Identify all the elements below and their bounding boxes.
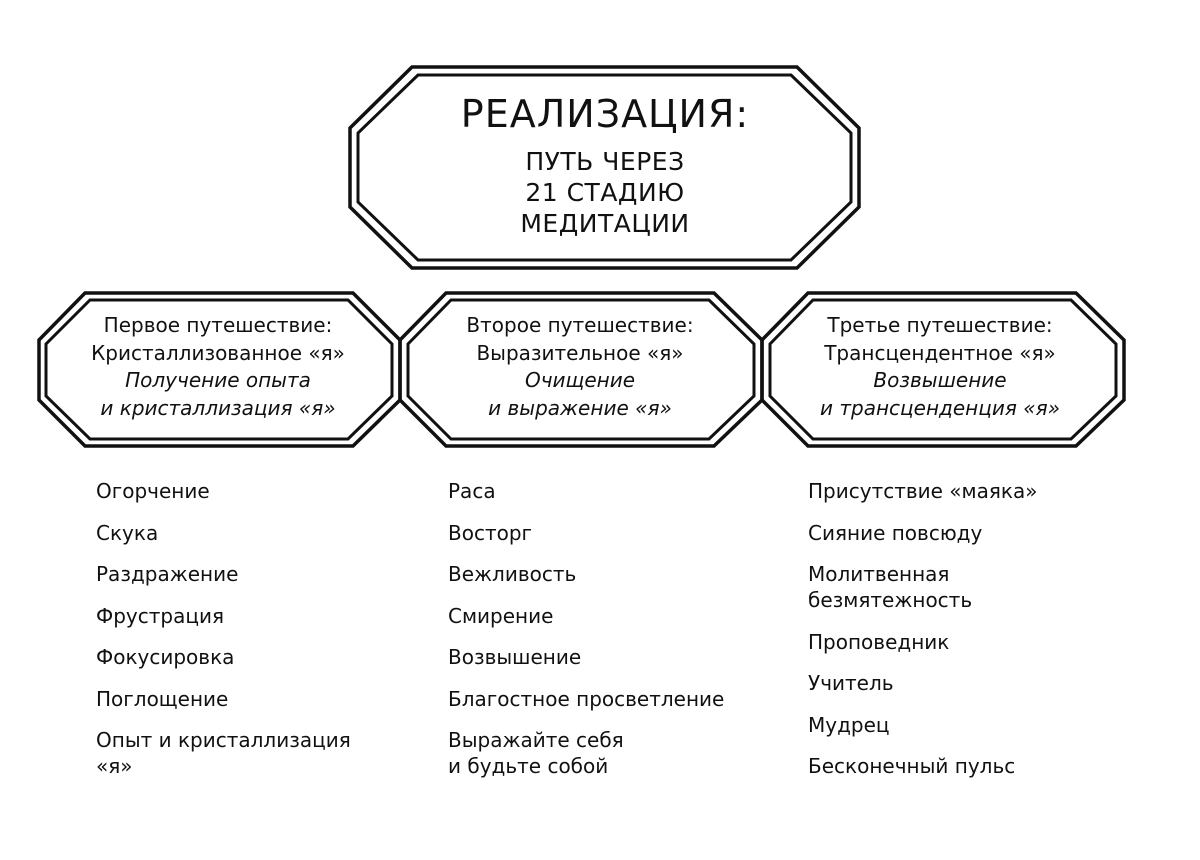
journey-description-line-2: и выражение «я» — [488, 395, 672, 420]
journey-self: Трансцендентное «я» — [824, 340, 1056, 365]
stage-item: Опыт и кристаллизация «я» — [96, 728, 351, 778]
subtitle-line-3: МЕДИТАЦИИ — [520, 209, 690, 238]
stage-item: Фокусировка — [96, 645, 235, 669]
journey-heading: Первое путешествие: — [103, 313, 333, 337]
stage-item: Проповедник — [808, 629, 950, 654]
journey-self: Кристаллизованное «я» — [91, 340, 345, 365]
title-frame — [348, 65, 861, 270]
journey-frame-3-outer — [760, 291, 1126, 448]
stage-list-journey-1: Огорчение Скука Раздражение Фрустрация Ф… — [96, 478, 386, 795]
stage-item: Молитвенная безмятежность — [808, 562, 973, 612]
journey-box-2: Второе путешествие: Выразительное «я» Оч… — [430, 312, 730, 422]
journey-description-line-1: Получение опыта — [125, 368, 311, 392]
title-frame-inner — [356, 73, 853, 262]
journey-heading: Второе путешествие: — [466, 313, 694, 337]
journey-description-line-2: и трансценденция «я» — [820, 395, 1060, 420]
stage-list-journey-3: Присутствие «маяка» Сияние повсюду Молит… — [808, 478, 1088, 795]
stage-item: Мудрец — [808, 712, 890, 737]
journey-frame-3-inner — [768, 298, 1118, 441]
stage-item: Учитель — [808, 671, 894, 695]
journey-frame-1-outer — [37, 291, 402, 448]
stage-item: Раздражение — [96, 562, 239, 586]
stage-item: Скука — [96, 520, 159, 545]
subtitle-line-2: 21 СТАДИЮ — [525, 178, 685, 207]
journey-description-line-1: Очищение — [524, 368, 636, 392]
journey-frame-2-outer — [398, 291, 764, 448]
stage-item: Смирение — [448, 603, 554, 628]
journey-description-line-1: Возвышение — [873, 368, 1007, 392]
journey-self: Выразительное «я» — [476, 340, 684, 365]
stage-item: Выражайте себя и будьте собой — [448, 728, 624, 778]
stage-item: Присутствие «маяка» — [808, 479, 1038, 503]
stage-item: Сияние повсюду — [808, 520, 983, 545]
stage-item: Раса — [448, 479, 496, 503]
stage-item: Восторг — [448, 520, 533, 545]
subtitle-line-1: ПУТЬ ЧЕРЕЗ — [525, 147, 685, 176]
stage-item: Возвышение — [448, 645, 582, 669]
journey-heading: Третье путешествие: — [827, 313, 1053, 337]
stage-item: Вежливость — [448, 562, 577, 586]
stage-item: Благостное просветление — [448, 686, 725, 711]
stage-item: Бесконечный пульс — [808, 754, 1016, 778]
diagram-title: РЕАЛИЗАЦИЯ: — [460, 92, 750, 136]
stage-item: Фрустрация — [96, 603, 224, 628]
stage-item: Огорчение — [96, 479, 210, 503]
stage-item: Поглощение — [96, 686, 229, 711]
journey-frame-3 — [760, 291, 1126, 448]
journey-frame-1-inner — [44, 298, 394, 441]
journey-box-3: Третье путешествие: Трансцендентное «я» … — [790, 312, 1090, 422]
journey-frame-2 — [398, 291, 764, 448]
journey-box-1: Первое путешествие: Кристаллизованное «я… — [68, 312, 368, 422]
title-frame-outer — [348, 65, 861, 270]
journey-description-line-2: и кристаллизация «я» — [100, 395, 336, 420]
stage-list-journey-2: Раса Восторг Вежливость Смирение Возвыше… — [448, 478, 748, 795]
diagram-subtitle: ПУТЬ ЧЕРЕЗ 21 СТАДИЮ МЕДИТАЦИИ — [350, 146, 860, 239]
journey-frame-2-inner — [406, 298, 756, 441]
journey-frame-1 — [37, 291, 402, 448]
